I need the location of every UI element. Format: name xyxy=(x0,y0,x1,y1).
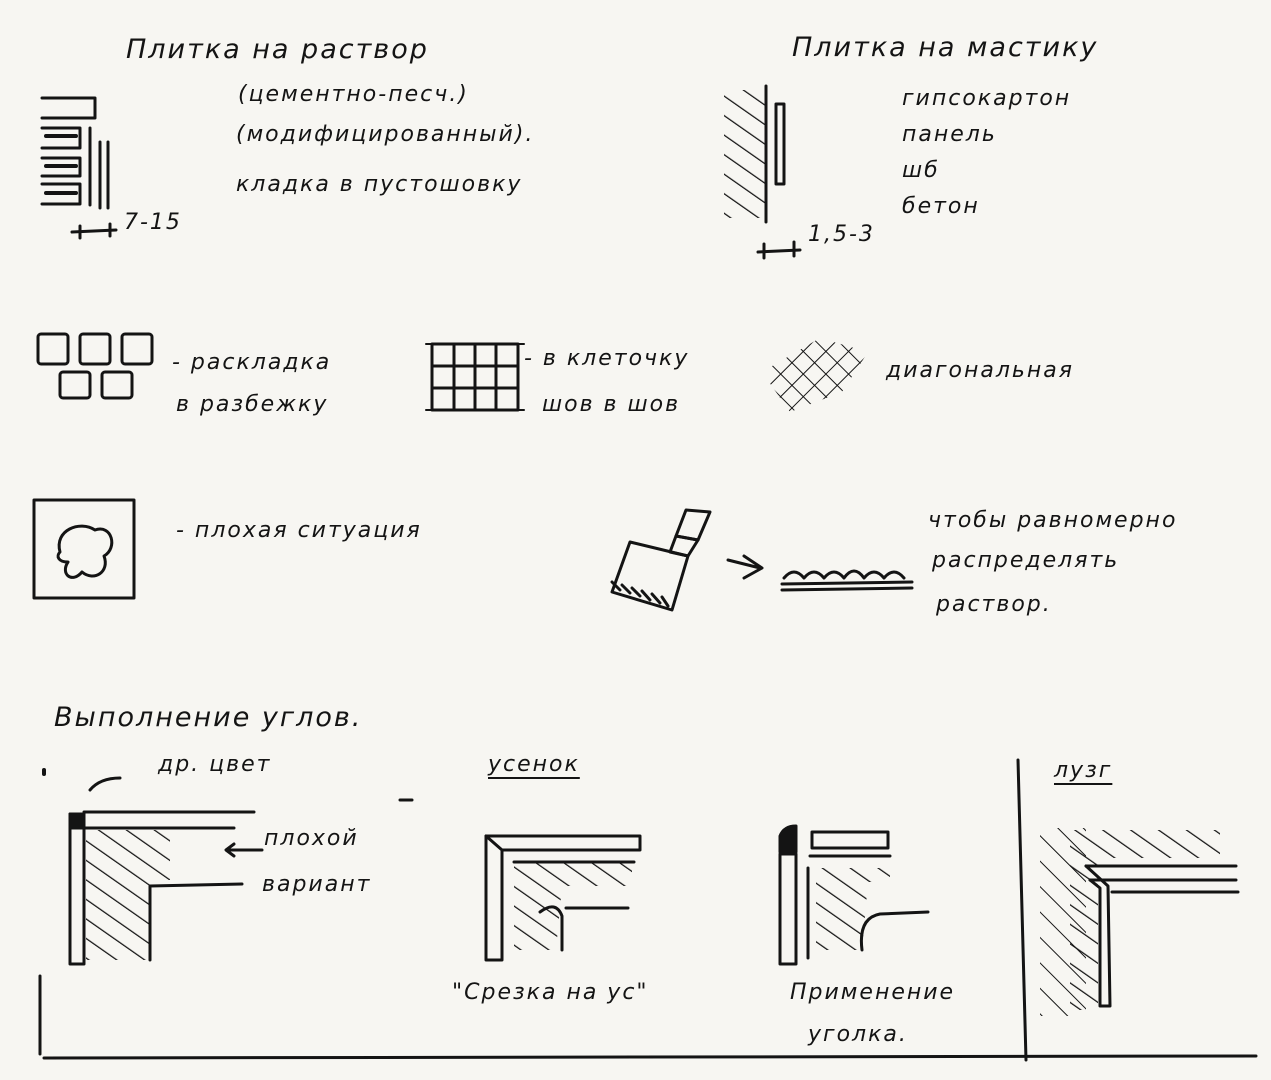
spread-line-3: раствор. xyxy=(936,592,1052,617)
mortar-title: Плитка на раствор xyxy=(126,34,429,65)
mastic-item-4: бетон xyxy=(902,194,980,219)
inner-corner-icon xyxy=(1040,828,1240,1016)
luzg-title: лузг xyxy=(1054,758,1113,783)
frame-lines xyxy=(38,758,1258,1062)
notched-trowel-icon xyxy=(610,508,764,612)
corners-title: Выполнение углов. xyxy=(54,702,363,733)
mortar-dimension: 7-15 xyxy=(124,210,182,235)
corner-profile-icon xyxy=(778,824,930,966)
mastic-item-3: шб xyxy=(902,158,940,183)
mortar-ridges-icon xyxy=(780,569,914,592)
diagonal-label: диагональная xyxy=(886,358,1075,383)
mastic-dimension: 1,5-3 xyxy=(808,222,875,247)
tile-on-mastic-icon xyxy=(724,84,802,260)
usenok-title: усенок xyxy=(488,752,580,777)
mastic-item-1: гипсокартон xyxy=(902,86,1072,111)
offset-label-1: - раскладка xyxy=(172,350,332,375)
mortar-line1: (цементно-песч.) xyxy=(238,82,469,107)
bad-variant-line-2: вариант xyxy=(262,872,372,897)
grid-layout-icon xyxy=(425,342,525,412)
mortar-line2: (модифицированный). xyxy=(236,122,535,147)
bad-corner-icon xyxy=(68,776,414,966)
offset-layout-icon xyxy=(36,332,154,400)
mastic-title: Плитка на мастику xyxy=(792,32,1099,63)
tile-on-mortar-icon xyxy=(40,96,118,240)
grid-label-2: шов в шов xyxy=(542,392,681,417)
mastic-item-2: панель xyxy=(902,122,997,147)
bad-tile-icon xyxy=(32,498,136,600)
diagonal-layout-icon xyxy=(762,338,868,412)
corner-profile-line-1: Применение xyxy=(790,980,956,1005)
mitre-cut-label: "Срезка на ус" xyxy=(452,980,649,1005)
spread-line-1: чтобы равномерно xyxy=(928,508,1178,533)
offset-label-2: в разбежку xyxy=(176,392,329,417)
other-color-label: др. цвет xyxy=(158,752,272,777)
mortar-line3: кладка в пустошовку xyxy=(236,172,523,197)
mitre-corner-icon xyxy=(484,834,642,962)
corner-profile-line-2: уголка. xyxy=(808,1022,908,1047)
bad-situation-label: - плохая ситуация xyxy=(176,518,422,543)
grid-label-1: - в клеточку xyxy=(524,346,690,371)
spread-line-2: распределять xyxy=(932,548,1120,573)
bad-variant-line-1: плохой xyxy=(264,826,359,851)
